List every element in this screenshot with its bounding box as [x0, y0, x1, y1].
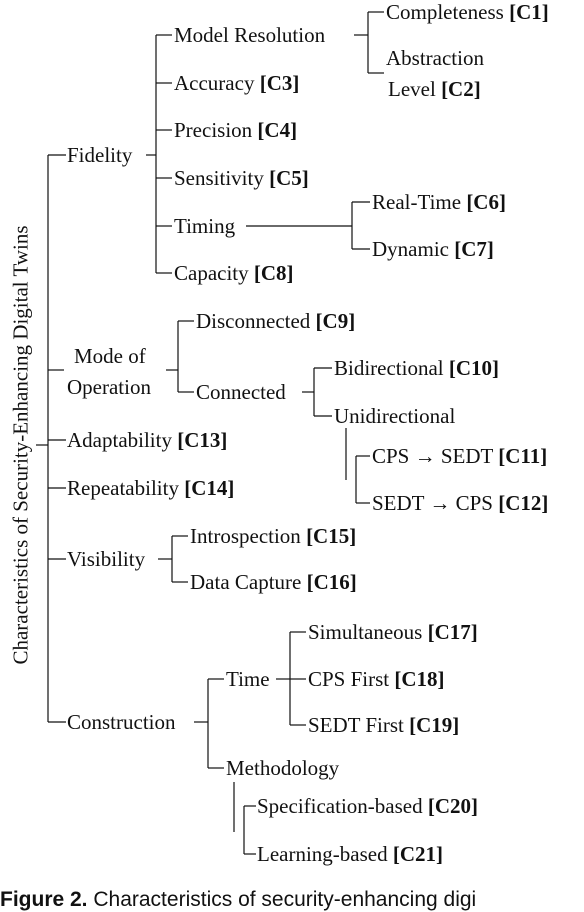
- node-real-time: Real-Time [C6]: [372, 190, 506, 214]
- node-adaptability: Adaptability [C13]: [67, 428, 228, 452]
- caption-text: Characteristics of security-enhancing di…: [87, 888, 477, 911]
- node-completeness: Completeness [C1]: [386, 0, 549, 24]
- root-label: Characteristics of Security-Enhancing Di…: [8, 225, 33, 665]
- node-cps-to-sedt: CPS → SEDT [C11]: [372, 444, 548, 468]
- node-bidirectional: Bidirectional [C10]: [334, 356, 500, 380]
- node-fidelity: Fidelity: [67, 143, 133, 167]
- node-timing: Timing: [174, 214, 236, 238]
- node-repeatability: Repeatability [C14]: [67, 476, 235, 500]
- node-learning-based: Learning-based [C21]: [257, 842, 444, 866]
- node-abstraction-line2: Level [C2]: [388, 77, 481, 101]
- node-disconnected: Disconnected [C9]: [196, 309, 356, 333]
- node-connected: Connected: [196, 380, 286, 404]
- node-mode-line2: Operation: [67, 375, 151, 399]
- node-sensitivity: Sensitivity [C5]: [174, 166, 309, 190]
- figure-caption: Figure 2. Characteristics of security-en…: [0, 888, 476, 912]
- node-methodology: Methodology: [226, 756, 340, 780]
- node-cps-first: CPS First [C18]: [308, 667, 445, 691]
- node-sedt-to-cps: SEDT → CPS [C12]: [372, 491, 549, 515]
- node-construction: Construction: [67, 710, 176, 734]
- node-simultaneous: Simultaneous [C17]: [308, 620, 478, 644]
- node-data-capture: Data Capture [C16]: [190, 570, 357, 594]
- node-dynamic: Dynamic [C7]: [372, 237, 494, 261]
- node-capacity: Capacity [C8]: [174, 261, 294, 285]
- node-model-resolution: Model Resolution: [174, 23, 326, 47]
- node-abstraction-line1: Abstraction: [386, 46, 484, 70]
- node-unidirectional: Unidirectional: [334, 404, 456, 428]
- node-accuracy: Accuracy [C3]: [174, 71, 300, 95]
- node-precision: Precision [C4]: [174, 118, 298, 142]
- node-visibility: Visibility: [67, 547, 146, 571]
- node-sedt-first: SEDT First [C19]: [308, 713, 460, 737]
- caption-label: Figure 2.: [0, 888, 88, 911]
- node-time: Time: [226, 667, 270, 691]
- node-mode-line1: Mode of: [74, 344, 146, 368]
- node-introspection: Introspection [C15]: [190, 524, 357, 548]
- node-specification-based: Specification-based [C20]: [257, 794, 479, 818]
